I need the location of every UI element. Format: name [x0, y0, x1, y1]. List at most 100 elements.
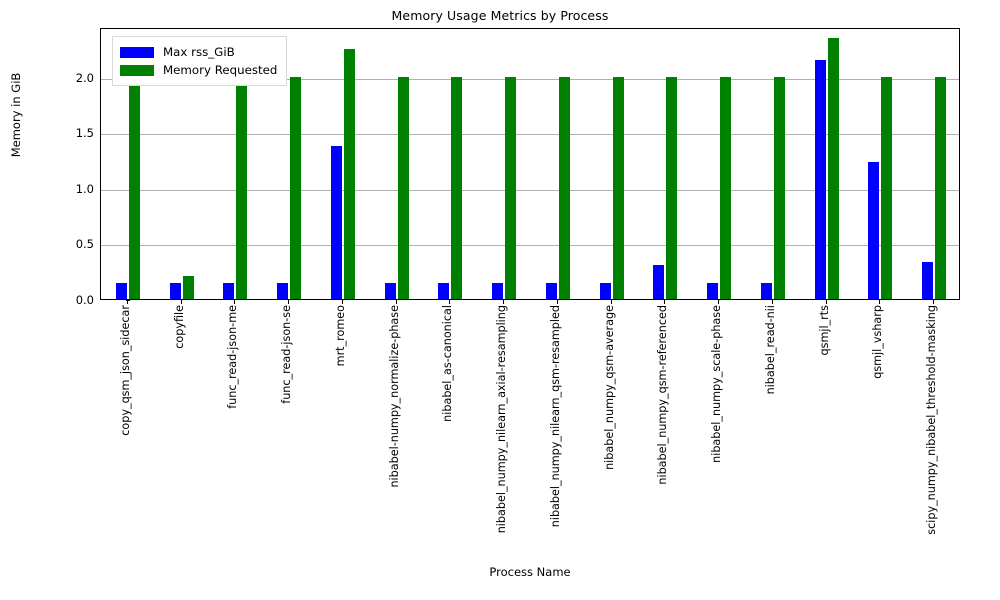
bar-group[interactable] [316, 29, 370, 299]
y-axis-tick-label: 1.5 [75, 126, 94, 141]
legend-label: Max rss_GiB [163, 45, 235, 59]
x-axis-tick-label: nibabel_numpy_qsm-average [602, 305, 616, 470]
x-axis-tick-marks [100, 300, 960, 305]
bar-memory-requested[interactable] [182, 275, 194, 299]
x-axis-tick-mark [126, 300, 128, 304]
x-axis-tick-label: nibabel_as-canonical [441, 305, 455, 422]
grid-line [101, 189, 959, 191]
bar-max-rss[interactable] [922, 262, 934, 299]
legend-item: Memory Requested [120, 61, 277, 79]
bar-max-rss[interactable] [384, 282, 396, 299]
bar-max-rss[interactable] [277, 282, 289, 299]
x-axis-label: Process Name [489, 565, 571, 579]
grid-lines [101, 29, 959, 299]
legend-label: Memory Requested [163, 63, 278, 77]
bar-group[interactable] [155, 29, 209, 299]
bar-memory-requested[interactable] [773, 76, 785, 299]
chart-legend: Max rss_GiB Memory Requested [112, 36, 288, 86]
bar-group[interactable] [370, 29, 424, 299]
grid-line [101, 245, 959, 247]
x-axis-tick-mark [664, 300, 666, 304]
bar-max-rss[interactable] [760, 282, 772, 299]
bar-memory-requested[interactable] [612, 76, 624, 299]
x-axis-tick-label: scipy_numpy_nibabel_threshold-masking [925, 305, 939, 535]
x-axis-tick-label: mrt_romeo [333, 305, 347, 367]
bar-memory-requested[interactable] [558, 76, 570, 299]
bar-memory-requested[interactable] [827, 38, 839, 299]
y-axis-tick-label: 0.5 [75, 237, 94, 252]
bar-group[interactable] [800, 29, 854, 299]
x-axis-tick-labels: copy_qsm_json_sidecar copyfile func_read-j… [100, 305, 960, 555]
bar-max-rss[interactable] [223, 282, 235, 299]
x-axis-tick-label: func_read-json-se [280, 305, 294, 404]
bar-group[interactable] [531, 29, 585, 299]
x-axis-tick-mark [771, 300, 773, 304]
bar-max-rss[interactable] [599, 282, 611, 299]
bar-memory-requested[interactable] [720, 76, 732, 299]
bar-memory-requested[interactable] [343, 49, 355, 299]
x-axis-tick-label: qsmjl_rts [817, 305, 831, 356]
bar-group[interactable] [639, 29, 693, 299]
y-axis-tick-label: 0.0 [75, 293, 94, 307]
bar-max-rss[interactable] [653, 265, 665, 299]
bar-max-rss[interactable] [115, 282, 127, 299]
bar-memory-requested[interactable] [666, 76, 678, 299]
chart-title: Memory Usage Metrics by Process [391, 8, 609, 23]
x-axis-tick-label: qsmjl_vsharp [871, 305, 885, 379]
bar-group[interactable] [585, 29, 639, 299]
bar-group[interactable] [477, 29, 531, 299]
bar-memory-requested[interactable] [397, 76, 409, 299]
x-axis-tick-mark [825, 300, 827, 304]
x-axis-tick-mark [234, 300, 236, 304]
legend-swatch-icon [120, 64, 154, 76]
x-axis-tick-mark [180, 300, 182, 304]
bar-group[interactable] [101, 29, 155, 299]
y-axis-label: Memory in GiB [9, 72, 23, 158]
legend-item: Max rss_GiB [120, 43, 277, 61]
bar-max-rss[interactable] [438, 282, 450, 299]
x-axis-tick-label: copy_qsm_json_sidecar [118, 305, 132, 436]
bar-max-rss[interactable] [707, 282, 719, 299]
bar-group[interactable] [854, 29, 908, 299]
bar-memory-requested[interactable] [128, 76, 140, 299]
bar-memory-requested[interactable] [881, 76, 893, 299]
x-axis-tick-mark [933, 300, 935, 304]
x-axis-tick-mark [449, 300, 451, 304]
y-axis-tick-mark [126, 300, 130, 302]
x-axis-tick-label: nibabel_numpy_nilearn_axial-resampling [495, 305, 509, 534]
bar-group[interactable] [262, 29, 316, 299]
bar-memory-requested[interactable] [935, 76, 947, 299]
x-axis-tick-mark [341, 300, 343, 304]
x-axis-tick-label: func_read-json-me [226, 305, 240, 409]
bar-max-rss[interactable] [330, 146, 342, 299]
plot-area [100, 28, 960, 300]
bar-max-rss[interactable] [545, 282, 557, 299]
bar-group[interactable] [746, 29, 800, 299]
grid-line [101, 134, 959, 136]
legend-swatch-icon [120, 46, 154, 58]
x-axis-tick-label: nibabel-numpy_normalize-phase [387, 305, 401, 488]
x-axis-tick-mark [718, 300, 720, 304]
bar-group[interactable] [209, 29, 263, 299]
bar-group[interactable] [424, 29, 478, 299]
bar-memory-requested[interactable] [505, 76, 517, 299]
bar-group[interactable] [692, 29, 746, 299]
bar-memory-requested[interactable] [290, 76, 302, 299]
bar-groups [101, 29, 959, 299]
bar-max-rss[interactable] [868, 162, 880, 299]
bar-max-rss[interactable] [492, 282, 504, 299]
bar-group[interactable] [907, 29, 961, 299]
bar-memory-requested[interactable] [236, 76, 248, 299]
bar-max-rss[interactable] [814, 60, 826, 299]
y-axis-tick-label: 2.0 [75, 70, 94, 85]
x-axis-tick-label: nibabel_numpy_qsm-referenced [656, 305, 670, 485]
bar-memory-requested[interactable] [451, 76, 463, 299]
x-axis-tick-label: nibabel_numpy_scale-phase [710, 305, 724, 463]
x-axis-tick-label: nibabel_read-nii [763, 305, 777, 395]
x-axis-tick-mark [288, 300, 290, 304]
x-axis-tick-label: copyfile [172, 305, 186, 349]
x-axis-tick-mark [503, 300, 505, 304]
bar-max-rss[interactable] [169, 282, 181, 299]
